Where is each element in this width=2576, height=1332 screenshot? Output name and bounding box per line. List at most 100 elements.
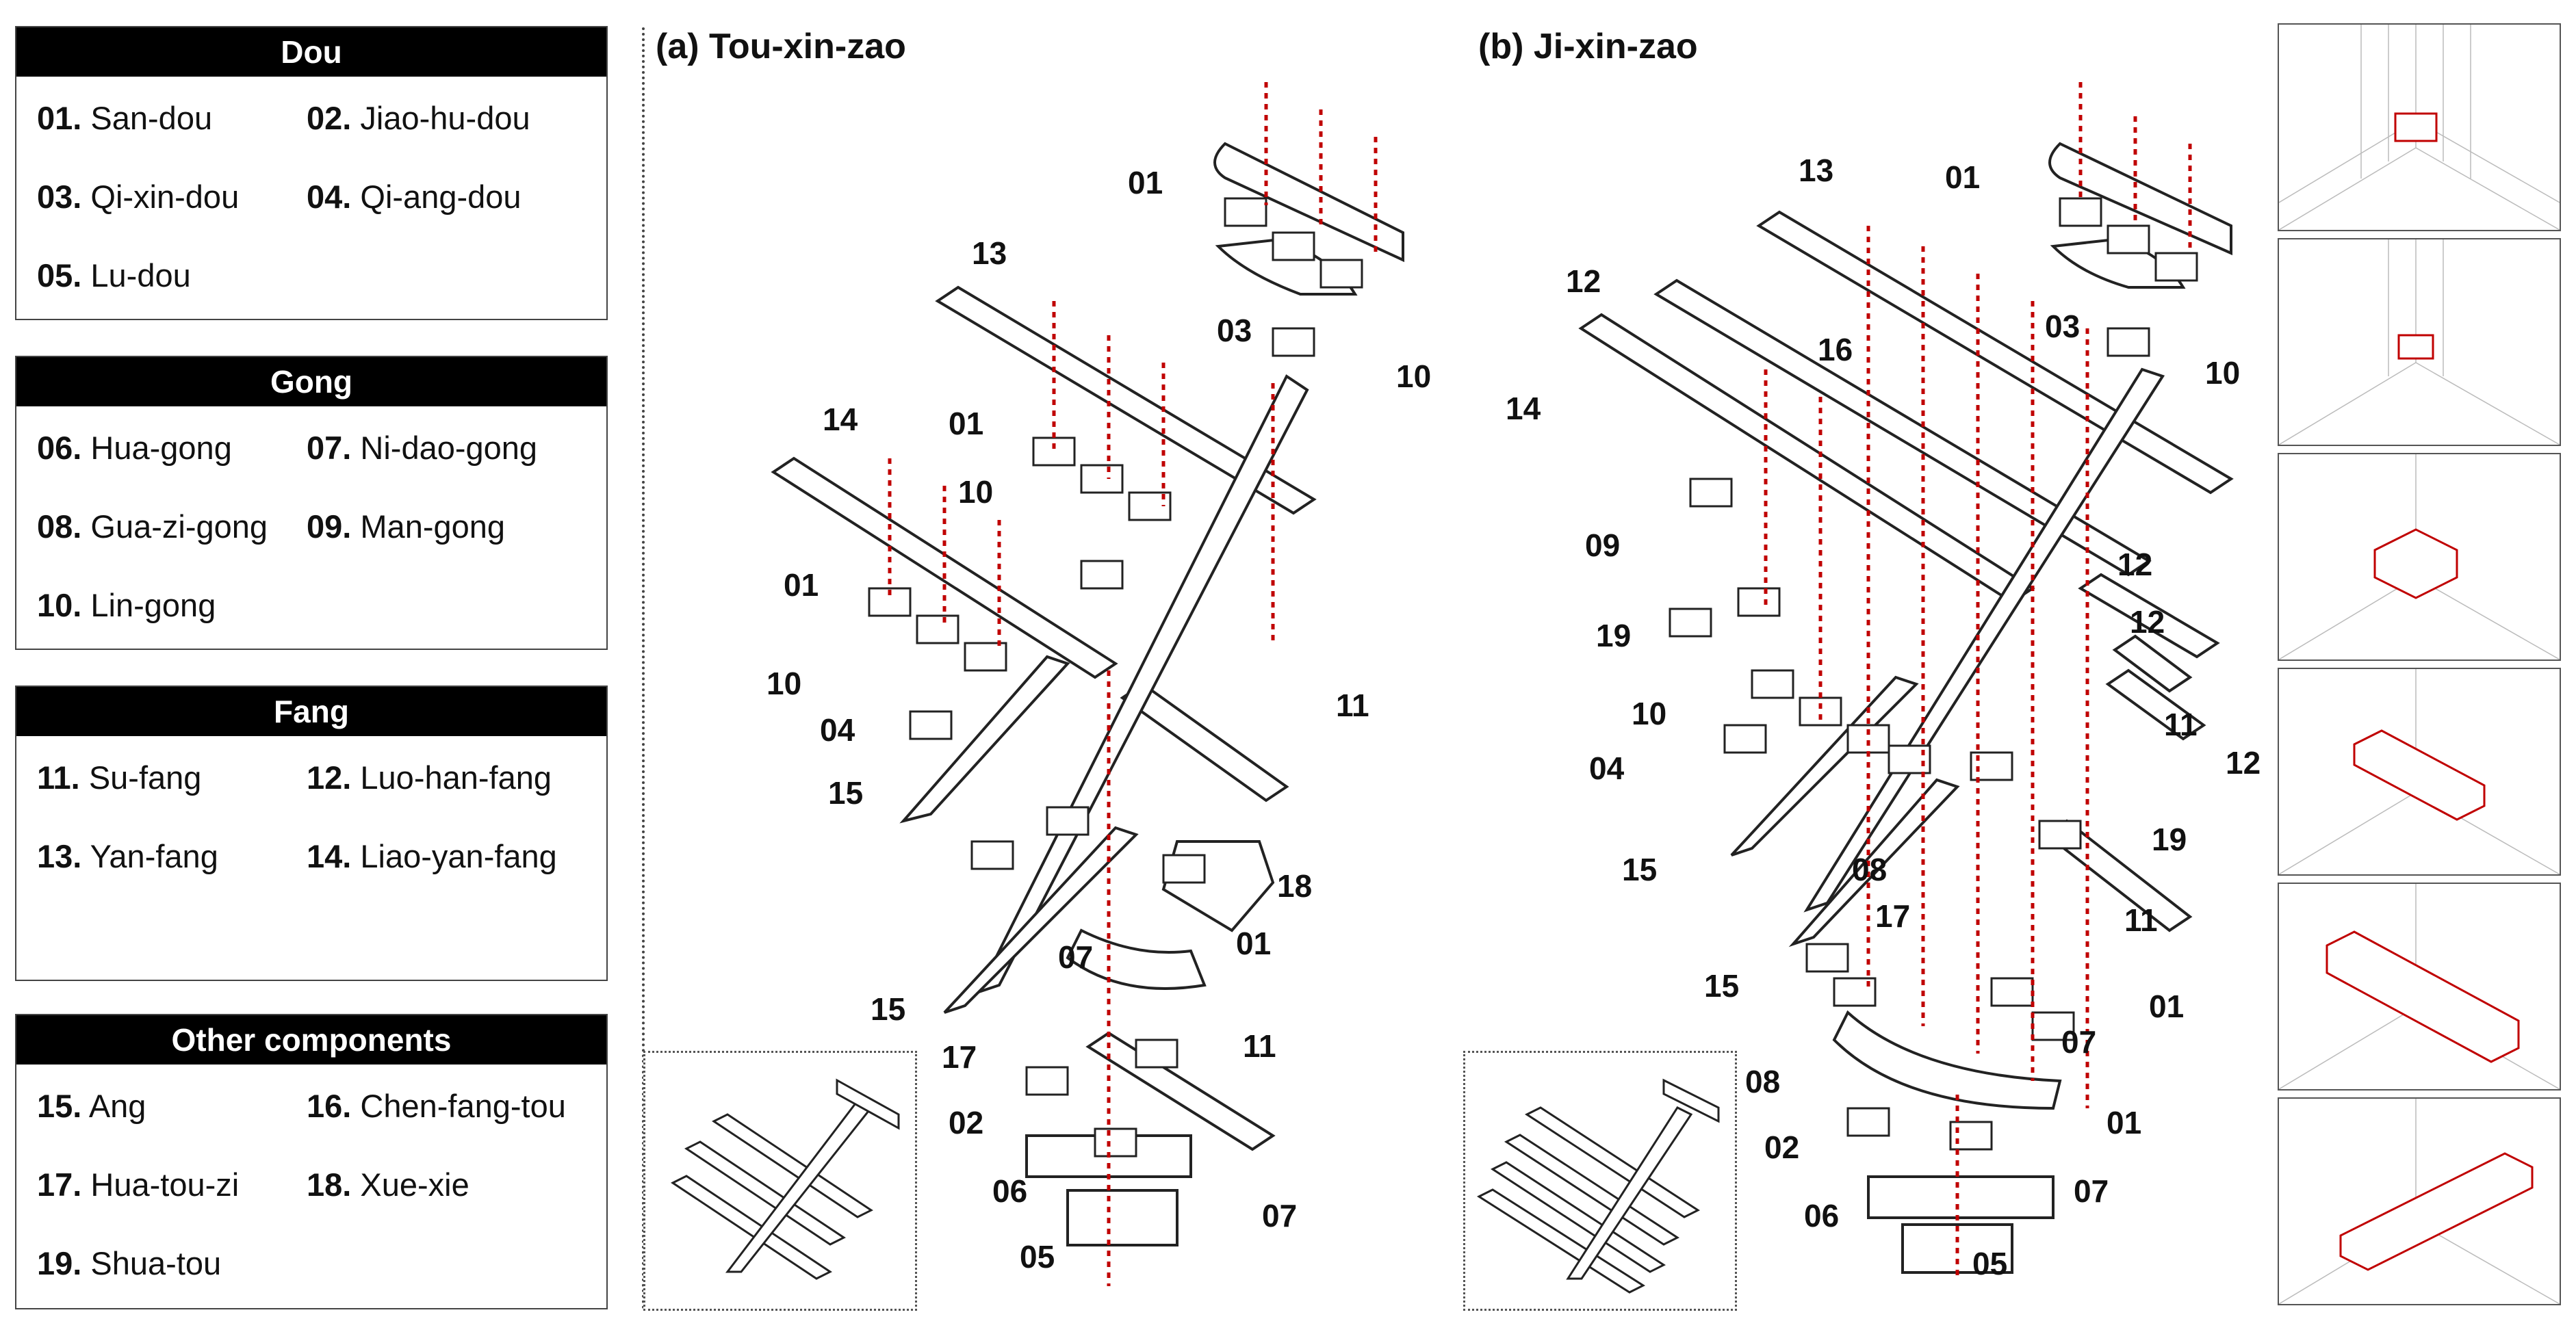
bracket-b-low2 — [1867, 1175, 2055, 1219]
component-thumbnail-strip — [2278, 23, 2561, 1309]
callout-a-10: 10 — [1396, 358, 1432, 394]
callout-b-12c: 12 — [2130, 604, 2165, 640]
thumbnail-grid — [2279, 669, 2560, 874]
legend-item-10: 10. Lin-gong — [37, 587, 216, 623]
callout-a-07b: 07 — [1262, 1198, 1298, 1233]
dou-block — [916, 614, 959, 644]
callout-a-07: 07 — [1058, 939, 1094, 975]
callout-a-01d: 01 — [1236, 926, 1272, 961]
legend-item-06: 06. Hua-gong — [37, 430, 232, 466]
inset-a-drawing — [671, 1078, 900, 1280]
callout-b-10b: 10 — [1632, 696, 1667, 731]
dou-block — [1805, 943, 1849, 973]
panel-b-drawing — [1578, 82, 2234, 1279]
dou-block — [1737, 587, 1781, 617]
inset-bracket — [1662, 1078, 1720, 1123]
dou-block — [1094, 1127, 1137, 1158]
red-component — [2394, 112, 2438, 142]
callout-b-11: 11 — [2164, 707, 2198, 742]
dou-block — [964, 642, 1007, 672]
callout-b-08: 08 — [1852, 852, 1888, 887]
beam-12c — [2105, 668, 2206, 741]
dou-block — [1224, 197, 1267, 227]
red-component — [2339, 1152, 2534, 1271]
dou-block — [1751, 669, 1794, 699]
dou-block — [1272, 327, 1315, 357]
dou-block — [1990, 977, 2034, 1007]
thumbnail-grid — [2279, 1099, 2560, 1304]
callout-b-01b: 01 — [2149, 989, 2185, 1024]
callout-a-04: 04 — [820, 712, 855, 748]
dou-block — [2059, 197, 2102, 227]
callout-a-10c: 10 — [767, 666, 802, 701]
beam-12b — [2078, 573, 2220, 659]
dou-block — [1025, 1066, 1069, 1096]
dou-block — [1135, 1039, 1178, 1069]
panel-a-inset — [643, 1051, 917, 1311]
callout-b-07: 07 — [2061, 1024, 2097, 1060]
callout-a-15: 15 — [828, 775, 864, 811]
legend-item-16: 16. Chen-fang-tou — [307, 1088, 566, 1124]
thumbnail-1 — [2278, 23, 2561, 231]
dou-block — [1669, 608, 1712, 638]
thumbnail-grid — [2279, 884, 2560, 1089]
legend-header-other: Other components — [16, 1015, 606, 1065]
callout-b-12: 12 — [1566, 263, 1601, 299]
legend-other: Other components 15. Ang 16. Chen-fang-t… — [15, 1014, 608, 1309]
callout-a-02: 02 — [949, 1105, 984, 1140]
panel-b-title: (b) Ji-xin-zao — [1478, 27, 1698, 66]
beam-12a — [1653, 278, 2152, 577]
thumbnail-grid — [2279, 454, 2560, 660]
callout-b-08b: 08 — [1745, 1064, 1781, 1099]
dou-block — [1080, 560, 1124, 590]
legend-item-03: 03. Qi-xin-dou — [37, 179, 240, 215]
dou-block — [1949, 1121, 1993, 1151]
callout-b-04: 04 — [1589, 750, 1625, 786]
ang-15a — [899, 655, 1070, 824]
callout-a-01: 01 — [1128, 165, 1163, 200]
thumbnail-5 — [2278, 883, 2561, 1091]
legend-item-19: 19. Shua-tou — [37, 1245, 222, 1281]
legend-item-04: 04. Qi-ang-dou — [307, 179, 521, 215]
inset-bracket — [836, 1078, 900, 1130]
dou-block — [1799, 696, 1842, 727]
dou-block — [2107, 224, 2150, 254]
legend-item-18: 18. Xue-xie — [307, 1166, 469, 1203]
callout-a-14: 14 — [823, 402, 858, 437]
panel-b-inset — [1463, 1051, 1737, 1311]
legend-header-fang: Fang — [16, 687, 606, 736]
dou-block — [1162, 854, 1206, 884]
ang-b-15b — [1788, 778, 1960, 948]
callout-a-15b: 15 — [871, 991, 906, 1027]
callout-a-03: 03 — [1217, 313, 1252, 348]
thumbnail-4 — [2278, 668, 2561, 876]
dou-block — [1723, 724, 1767, 754]
legend-dou: Dou 01. San-dou 02. Jiao-hu-dou 03. Qi-x… — [15, 26, 608, 320]
callout-b-15b: 15 — [1704, 968, 1740, 1004]
red-component — [2353, 729, 2486, 821]
legend-gong: Gong 06. Hua-gong 07. Ni-dao-gong 08. Gu… — [15, 356, 608, 650]
legend-item-07: 07. Ni-dao-gong — [307, 430, 538, 466]
panel-a-title: (a) Tou-xin-zao — [656, 27, 906, 66]
callout-b-15: 15 — [1622, 852, 1658, 887]
beam-11b — [1085, 1031, 1276, 1151]
legend-item-02: 02. Jiao-hu-dou — [307, 100, 530, 136]
thumbnail-grid — [2279, 25, 2560, 230]
dou-block — [909, 710, 953, 740]
callout-b-02: 02 — [1764, 1129, 1800, 1165]
callout-a-18: 18 — [1277, 868, 1313, 904]
dou-block — [2038, 820, 2082, 850]
callout-b-10: 10 — [2205, 355, 2241, 391]
bracket-low-07 — [1066, 928, 1207, 990]
legend-item-05: 05. Lu-dou — [37, 257, 191, 293]
callout-a-05: 05 — [1020, 1239, 1055, 1275]
legend-item-01: 01. San-dou — [37, 100, 213, 136]
callout-a-17: 17 — [942, 1039, 977, 1075]
callout-b-19: 19 — [1596, 618, 1632, 653]
dou-block — [1846, 1107, 1890, 1137]
callout-b-12d: 12 — [2226, 745, 2261, 781]
ang-15b — [943, 826, 1139, 1014]
callout-a-06: 06 — [992, 1173, 1028, 1209]
dou-block — [1689, 478, 1733, 508]
legend-item-17: 17. Hua-tou-zi — [37, 1166, 240, 1203]
